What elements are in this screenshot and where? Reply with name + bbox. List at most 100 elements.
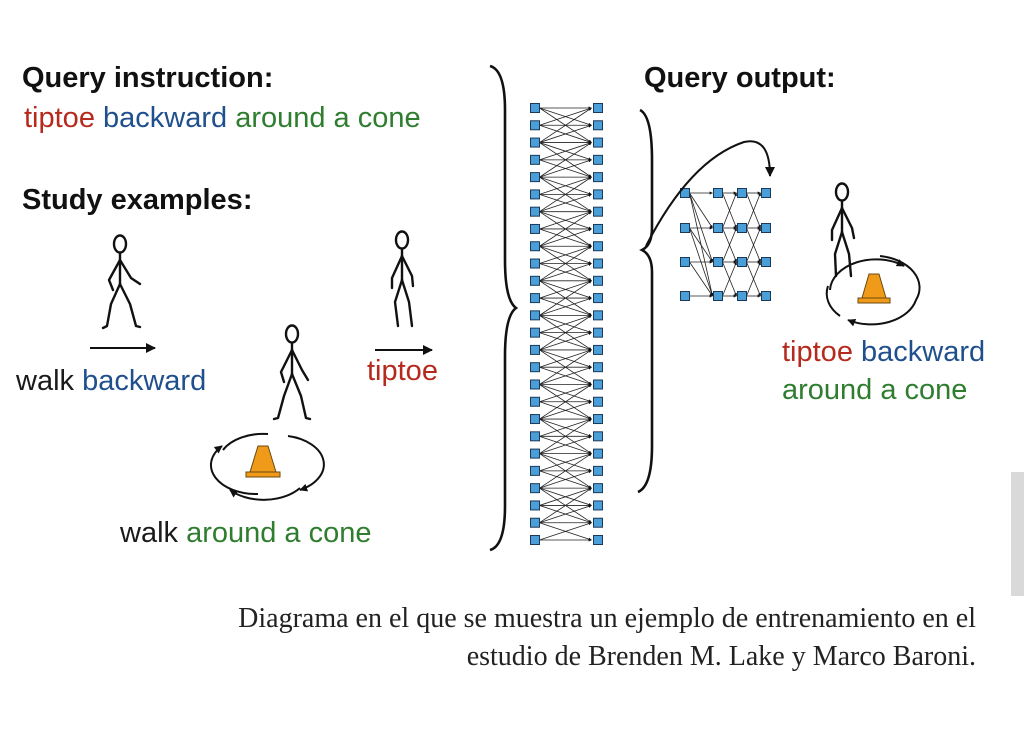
network-edge [539,487,592,524]
traffic-cone-icon [857,273,891,304]
stick-figure-icon [830,182,856,278]
network-node-icon [737,223,747,233]
network-node-icon [593,275,603,286]
scrollbar-thumb[interactable] [1011,472,1024,596]
network-edge [539,193,592,213]
network-node-icon [593,483,603,494]
word-tiptoe: tiptoe [782,336,853,368]
network-node-icon [530,189,540,200]
network-node-icon [593,258,603,269]
network-node-icon [593,310,603,321]
network-node-icon [530,483,540,494]
network-node-icon [680,291,690,301]
network-node-icon [680,188,690,198]
training-diagram [90,64,921,552]
network-node-icon [530,517,540,528]
network-node-icon [530,172,540,183]
network-node-icon [593,500,603,511]
network-edge [746,261,761,297]
network-node-icon [593,465,603,476]
word-backward: backward [861,336,986,368]
network-node-icon [737,188,747,198]
network-edge [539,245,592,282]
network-node-icon [530,379,540,390]
network-edge [539,228,592,247]
figure-caption: Diagrama en el que se muestra un ejemplo… [40,600,976,676]
network-node-icon [593,137,603,148]
network-edge [539,211,592,247]
network-edge [539,141,592,161]
network-edge [539,107,592,126]
network-node-icon [530,275,540,286]
network-edge [539,383,592,403]
example-walk-backward: walk backward [16,367,206,396]
word-around-a-cone: around a cone [235,102,421,134]
decoder-network [680,188,771,301]
network-node-icon [761,291,771,301]
example-tiptoe: tiptoe [367,357,438,386]
network-edge [539,107,592,143]
network-edge [539,470,592,489]
network-edge [689,192,714,263]
network-edge [689,261,713,297]
word-tiptoe: tiptoe [367,355,438,387]
network-node-icon [530,241,540,252]
network-node-icon [593,241,603,252]
network-node-icon [530,344,540,355]
network-node-icon [530,206,540,217]
network-node-icon [530,465,540,476]
network-node-icon [530,448,540,459]
network-edge [746,227,761,263]
network-node-icon [713,223,723,233]
network-node-icon [680,257,690,267]
network-node-icon [713,257,723,267]
network-node-icon [593,362,603,373]
circular-arrow-icon [825,255,921,327]
network-node-icon [737,291,747,301]
network-edge [539,314,592,334]
traffic-cone-icon [245,445,281,478]
network-node-icon [761,223,771,233]
network-edge [539,401,592,420]
query-output-line-1: tiptoe backward [782,338,985,367]
network-node-icon [593,344,603,355]
query-instruction-text: tiptoe backward around a cone [24,104,421,133]
network-node-icon [530,293,540,304]
network-node-icon [530,120,540,131]
network-edge [539,176,592,213]
network-edge [539,124,592,143]
stick-figure-icon [101,234,142,330]
network-edge [689,227,713,263]
curly-brace-icon [489,64,519,552]
network-edge [539,349,592,368]
network-edge [539,435,592,454]
network-edge [539,504,592,524]
network-node-icon [530,154,540,165]
network-edge [539,280,592,299]
network-node-icon [530,258,540,269]
network-node-icon [761,188,771,198]
network-node-icon [593,517,603,528]
network-node-icon [593,414,603,425]
stick-figure-icon [390,230,415,328]
network-node-icon [593,103,603,113]
network-edge [539,453,592,489]
network-node-icon [593,448,603,459]
query-instruction-label: Query instruction: [22,62,274,94]
network-node-icon [713,291,723,301]
network-node-icon [593,396,603,407]
network-edge [539,487,592,506]
network-edge [539,159,592,178]
network-edge [539,332,592,351]
network-node-icon [530,431,540,442]
network-node-icon [530,362,540,373]
network-node-icon [593,535,603,545]
word-walk: walk [120,517,179,549]
study-examples-label: Study examples: [22,184,253,216]
network-edge [689,192,713,229]
network-edge [539,384,592,420]
caption-line-1: Diagrama en el que se muestra un ejemplo… [238,603,976,634]
network-node-icon [593,206,603,217]
network-edge [722,261,737,297]
